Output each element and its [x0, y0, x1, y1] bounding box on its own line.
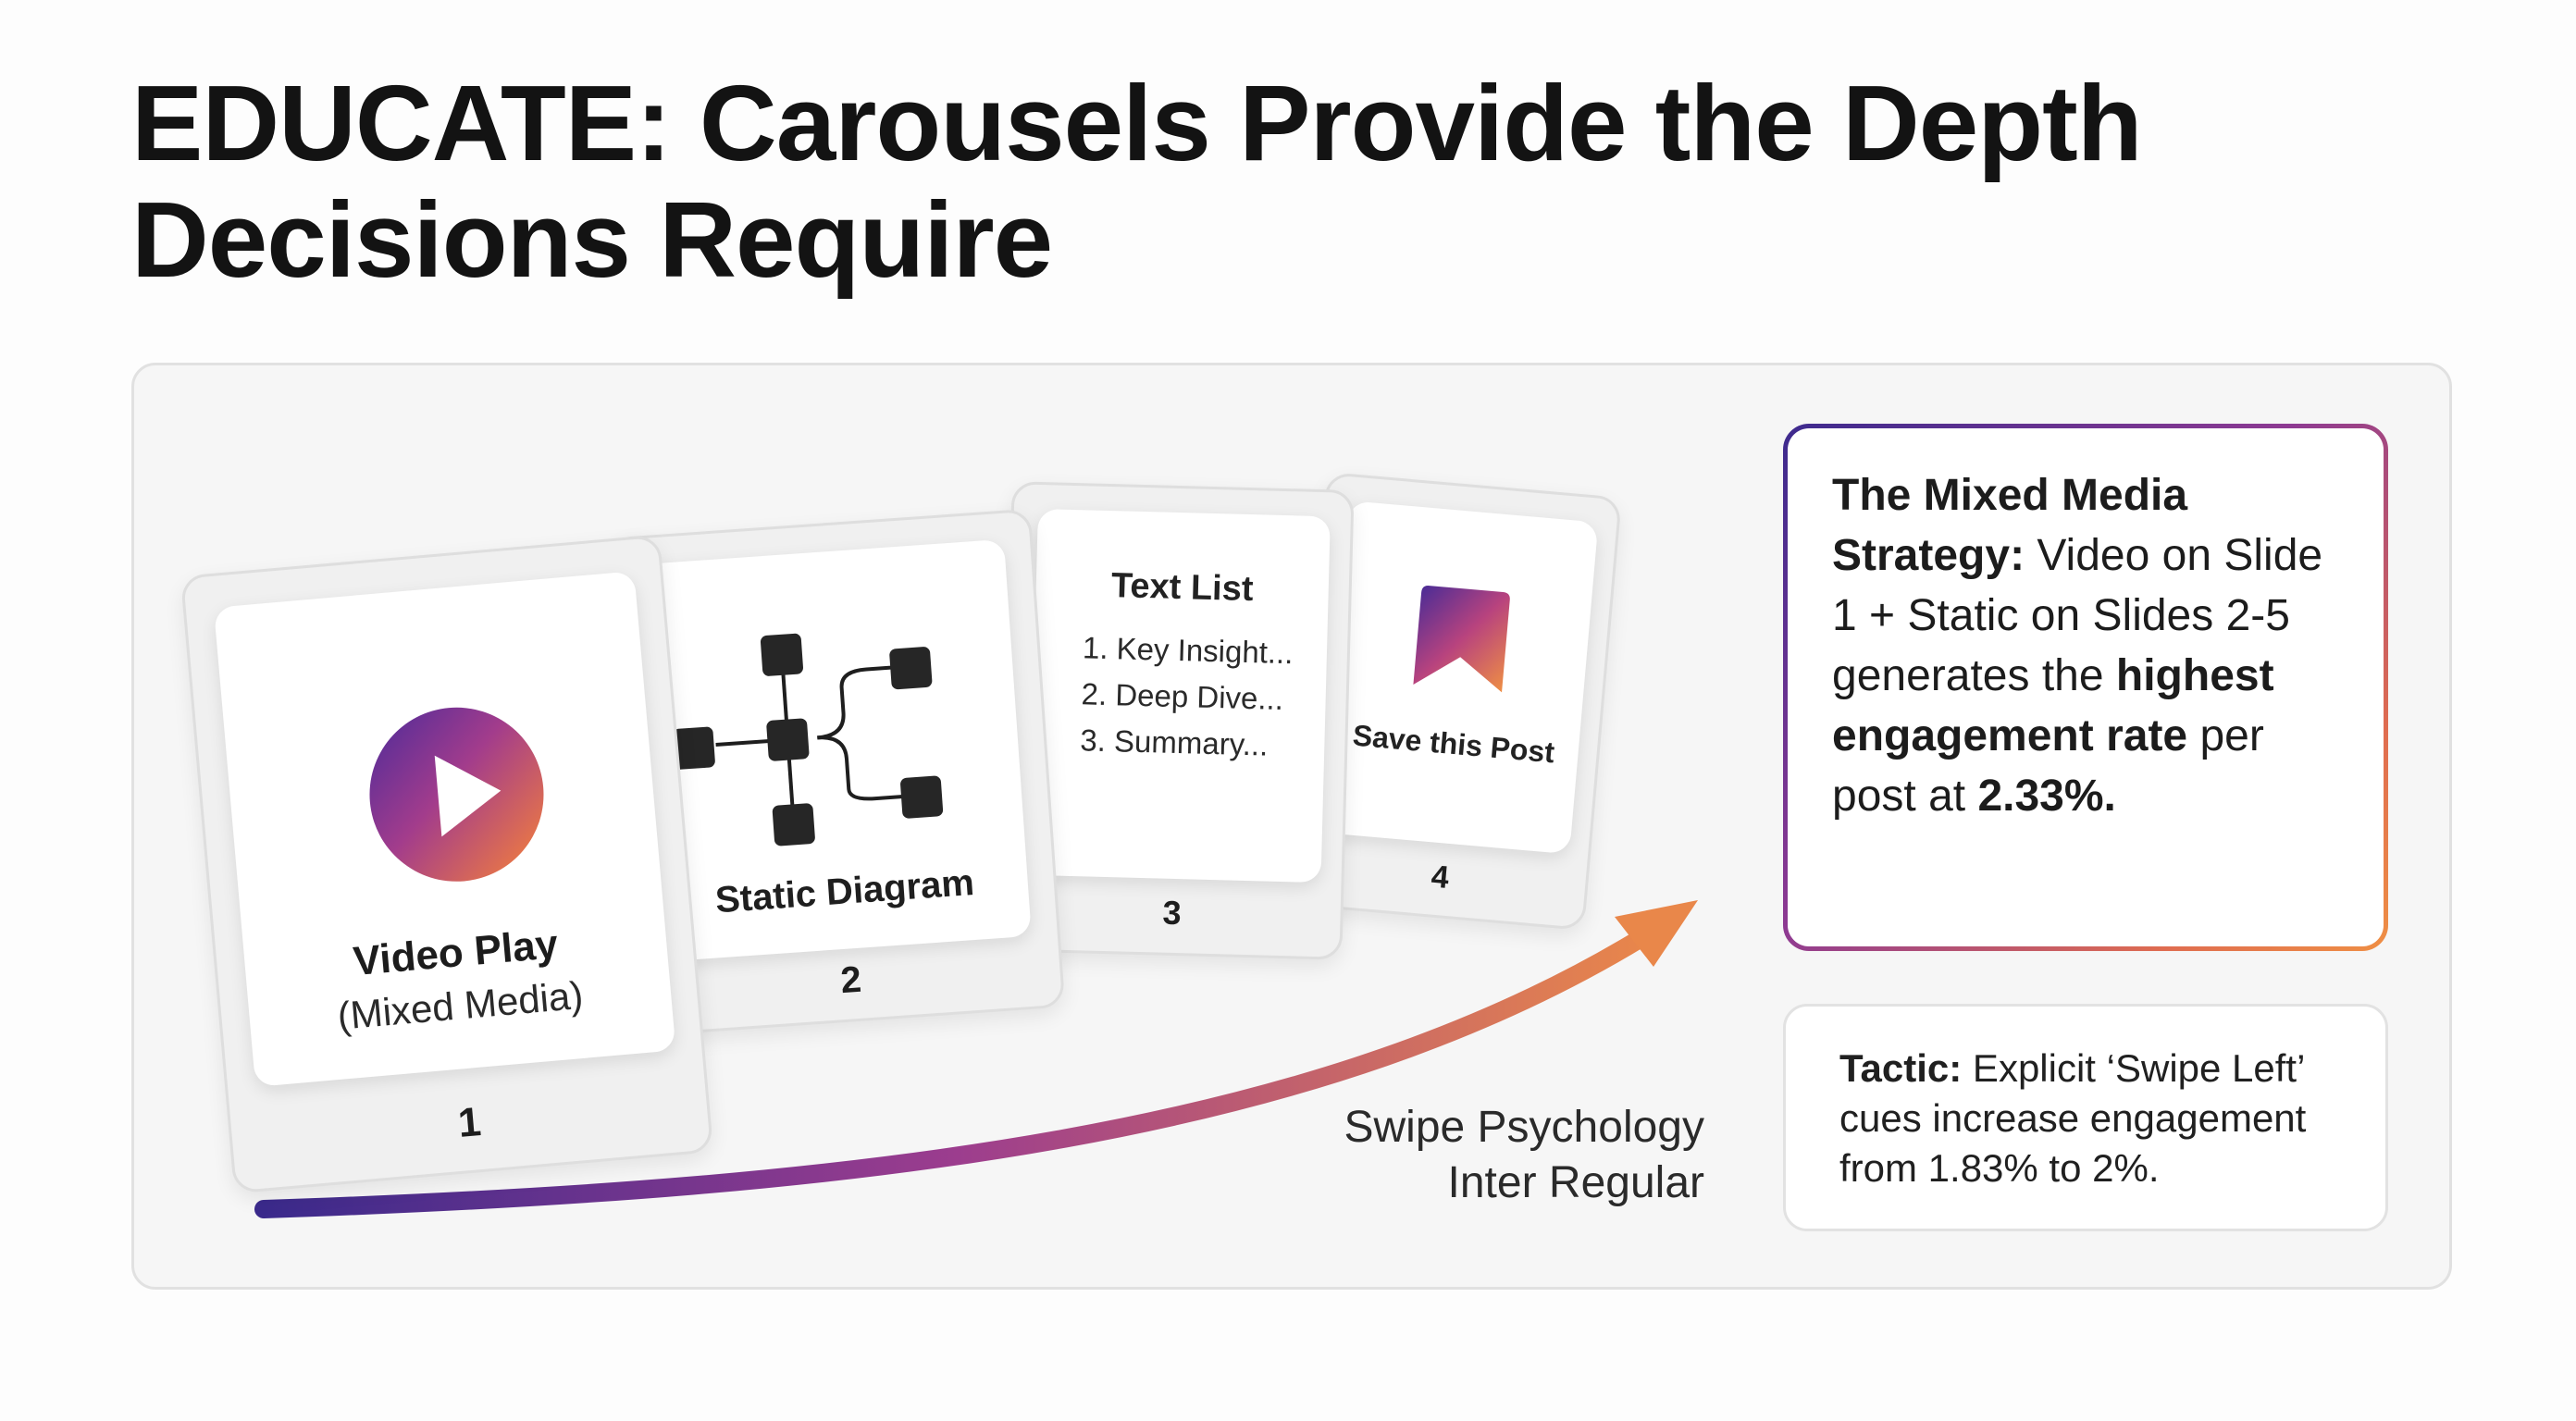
swipe-caption: Swipe Psychology Inter Regular — [1344, 1100, 1704, 1211]
slide-card-2: Static Diagram 2 — [607, 508, 1066, 1037]
slide-3-list: 1. Key Insight... 2. Deep Dive... 3. Sum… — [1080, 624, 1294, 769]
title-line-2: Decisions Require — [131, 179, 1053, 300]
slide-1-number: 1 — [456, 1098, 483, 1146]
slide-2-label: Static Diagram — [713, 861, 976, 921]
bookmark-icon — [1413, 586, 1510, 693]
slide-card-1: Video Play (Mixed Media) 1 — [180, 534, 714, 1194]
slide-3-face: Text List 1. Key Insight... 2. Deep Dive… — [1028, 508, 1331, 883]
strategy-callout: The Mixed Media Strategy: Video on Slide… — [1783, 424, 2388, 951]
strategy-rate: 2.33%. — [1977, 772, 2116, 821]
tactic-callout: Tactic: Explicit ‘Swipe Left’ cues incre… — [1783, 1004, 2388, 1231]
slide-4-face: Save this Post — [1320, 500, 1599, 855]
play-triangle — [434, 749, 505, 837]
slide-2-face: Static Diagram — [638, 538, 1032, 962]
strategy-body-2: per post at — [1832, 711, 2264, 821]
title-line-1: EDUCATE: Carousels Provide the Depth — [131, 63, 2143, 183]
swipe-arrow — [254, 900, 1698, 1218]
slide-4-label: Save this Post — [1351, 718, 1556, 770]
list-item: 1. Key Insight... — [1082, 630, 1294, 671]
tactic-heading: Tactic: — [1839, 1046, 1963, 1090]
diagram-icon — [672, 633, 944, 846]
content-panel: Swipe Psychology Inter Regular Save this… — [131, 363, 2452, 1290]
play-icon — [362, 699, 551, 889]
list-item: 2. Deep Dive... — [1081, 676, 1284, 716]
swipe-caption-line-1: Swipe Psychology — [1344, 1103, 1704, 1152]
strategy-heading: The Mixed Media Strategy: — [1832, 471, 2188, 580]
slide-3-label: Text List — [1110, 566, 1255, 610]
strategy-text: The Mixed Media Strategy: Video on Slide… — [1788, 428, 2384, 946]
tactic-body: Explicit ‘Swipe Left’ cues increase enga… — [1839, 1046, 2307, 1190]
slide-1-face: Video Play (Mixed Media) — [213, 571, 676, 1087]
slide-card-4: Save this Post 4 — [1289, 471, 1622, 932]
page-title: EDUCATE: Carousels Provide the Depth Dec… — [131, 65, 2445, 298]
list-item: 3. Summary... — [1079, 723, 1269, 762]
strategy-highlight: highest engagement rate — [1832, 651, 2274, 760]
swipe-caption-line-2: Inter Regular — [1447, 1158, 1704, 1207]
strategy-body-1: Video on Slide 1 + Static on Slides 2-5 … — [1832, 531, 2323, 700]
